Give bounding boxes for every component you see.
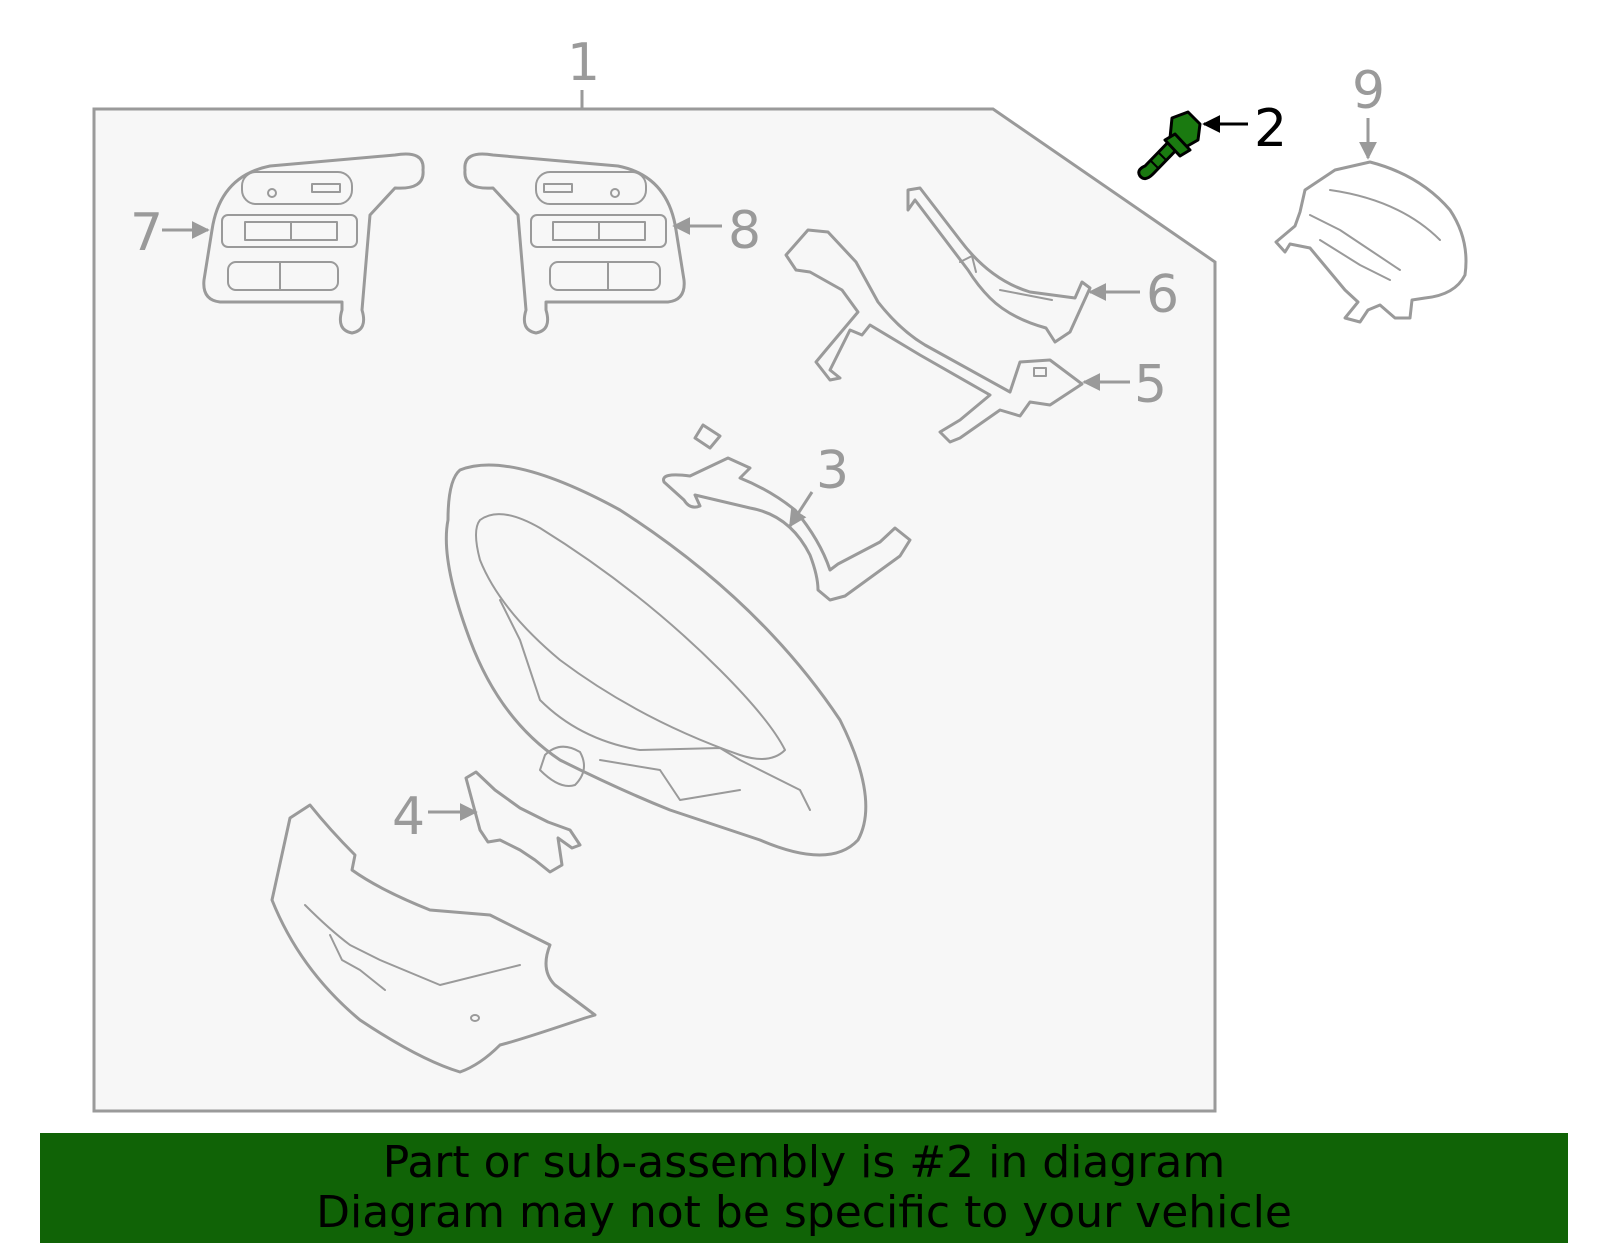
cross-bracket[interactable] [784,228,1084,444]
right-switch-assembly[interactable] [463,152,686,335]
left-switch-assembly[interactable] [202,152,425,335]
bolt-part-2[interactable] [1137,110,1202,181]
callout-8: 8 [728,201,761,261]
callout-1: 1 [567,33,600,93]
callout-2: 2 [1254,99,1287,159]
info-banner: Part or sub-assembly is #2 in diagram Di… [40,1133,1568,1243]
banner-line-1: Part or sub-assembly is #2 in diagram [382,1137,1226,1188]
callout-6: 6 [1146,265,1179,325]
assembly-box [92,90,1217,1113]
parts-diagram: 1 7 8 6 5 [92,33,1468,1113]
small-bracket[interactable] [464,770,582,874]
callout-3: 3 [816,441,849,501]
steering-wheel[interactable] [444,463,868,857]
upper-bracket[interactable] [906,186,1092,344]
callout-4: 4 [392,787,425,847]
lower-cover[interactable] [270,803,597,1074]
airbag-module[interactable] [1274,160,1468,324]
callout-7: 7 [130,203,163,263]
callout-9: 9 [1352,61,1385,121]
banner-line-2: Diagram may not be specific to your vehi… [316,1187,1292,1238]
callout-5: 5 [1134,355,1167,415]
